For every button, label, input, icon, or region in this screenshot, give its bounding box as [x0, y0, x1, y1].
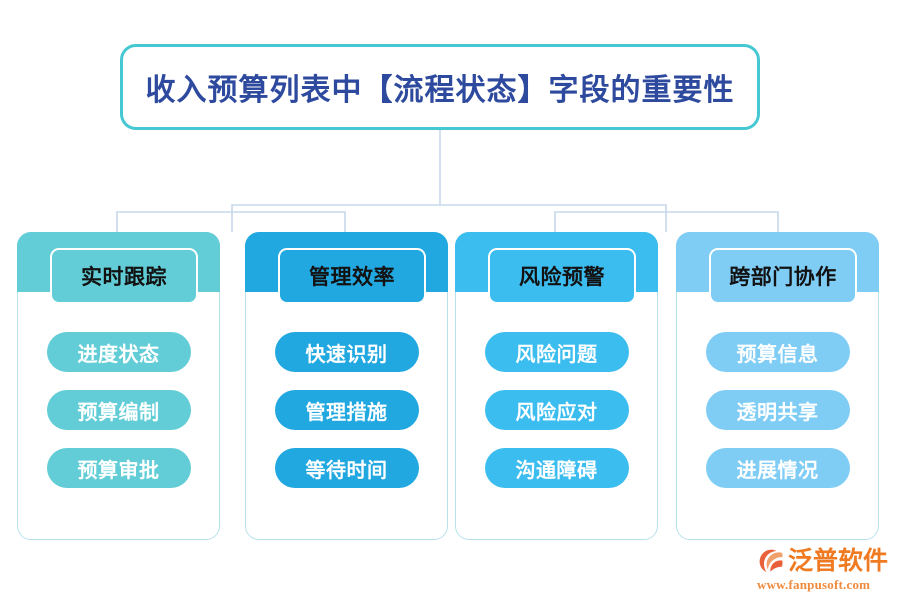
list-item[interactable]: 进展情况 — [705, 448, 850, 488]
brand-logo: 泛普软件 www.fanpusoft.com — [757, 546, 893, 594]
column-3: 风险预警 风险问题 风险应对 沟通障碍 — [455, 232, 658, 540]
column-1-items: 进度状态 预算编制 预算审批 — [17, 332, 220, 488]
list-item[interactable]: 预算编制 — [46, 390, 191, 430]
list-item[interactable]: 沟通障碍 — [484, 448, 629, 488]
list-item[interactable]: 等待时间 — [274, 448, 419, 488]
column-4: 跨部门协作 预算信息 透明共享 进展情况 — [676, 232, 879, 540]
column-2-header[interactable]: 管理效率 — [278, 248, 426, 304]
column-3-item-3-label: 沟通障碍 — [515, 459, 598, 482]
column-2-items: 快速识别 管理措施 等待时间 — [245, 332, 448, 488]
column-4-header-label: 跨部门协作 — [729, 265, 837, 289]
column-3-header[interactable]: 风险预警 — [488, 248, 636, 304]
diagram-title-box: 收入预算列表中【流程状态】字段的重要性 — [120, 44, 760, 130]
list-item[interactable]: 预算信息 — [705, 332, 850, 372]
column-4-item-3-label: 进展情况 — [736, 459, 819, 482]
logo-url: www.fanpusoft.com — [757, 577, 871, 592]
column-3-header-label: 风险预警 — [519, 265, 605, 289]
column-1-item-3-label: 预算审批 — [77, 459, 160, 482]
column-1-header[interactable]: 实时跟踪 — [50, 248, 198, 304]
column-1-item-2-label: 预算编制 — [77, 401, 160, 424]
column-3-item-2-label: 风险应对 — [515, 401, 598, 424]
column-1: 实时跟踪 进度状态 预算编制 预算审批 — [17, 232, 220, 540]
column-4-item-2-label: 透明共享 — [736, 401, 819, 424]
column-2-item-2-label: 管理措施 — [305, 401, 388, 424]
page-title: 收入预算列表中【流程状态】字段的重要性 — [145, 74, 735, 107]
column-4-item-1-label: 预算信息 — [736, 343, 819, 366]
list-item[interactable]: 预算审批 — [46, 448, 191, 488]
column-4-items: 预算信息 透明共享 进展情况 — [676, 332, 879, 488]
logo-name: 泛普软件 — [788, 547, 889, 575]
column-2-item-1-label: 快速识别 — [305, 343, 388, 366]
swirl-logo-icon — [759, 549, 783, 573]
column-2: 管理效率 快速识别 管理措施 等待时间 — [245, 232, 448, 540]
column-4-header[interactable]: 跨部门协作 — [709, 248, 857, 304]
column-2-item-3-label: 等待时间 — [305, 459, 388, 482]
list-item[interactable]: 风险应对 — [484, 390, 629, 430]
list-item[interactable]: 进度状态 — [46, 332, 191, 372]
list-item[interactable]: 风险问题 — [484, 332, 629, 372]
column-1-item-1-label: 进度状态 — [77, 343, 160, 366]
list-item[interactable]: 快速识别 — [274, 332, 419, 372]
list-item[interactable]: 管理措施 — [274, 390, 419, 430]
list-item[interactable]: 透明共享 — [705, 390, 850, 430]
column-3-item-1-label: 风险问题 — [515, 343, 598, 366]
logo-row: 泛普软件 — [757, 546, 893, 576]
column-2-header-label: 管理效率 — [309, 265, 395, 289]
column-3-items: 风险问题 风险应对 沟通障碍 — [455, 332, 658, 488]
column-1-header-label: 实时跟踪 — [81, 265, 167, 289]
